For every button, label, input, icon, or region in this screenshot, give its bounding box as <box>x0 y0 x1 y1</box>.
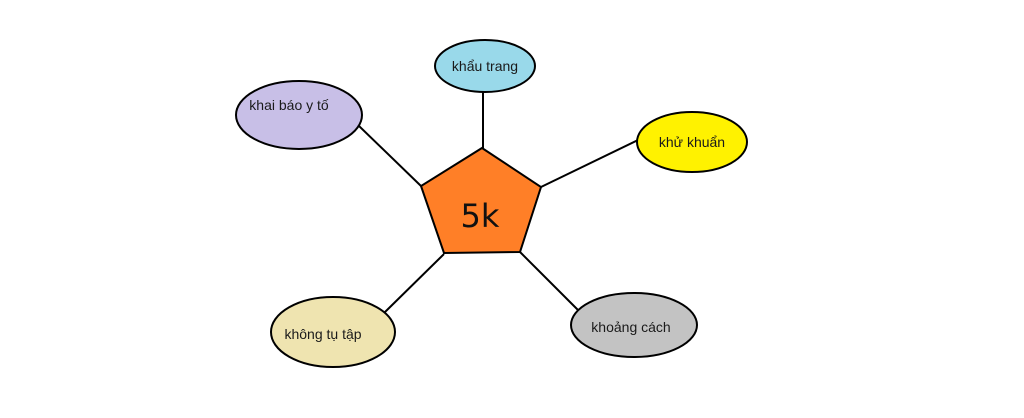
node-khai-bao-y-to: khai báo y tố <box>235 80 363 150</box>
connector-khai-bao-y-to <box>358 125 422 187</box>
connector-khu-khuan <box>540 139 639 188</box>
center-node: 5k <box>419 146 543 255</box>
node-khoang-cach-label: khoảng cách <box>591 319 670 335</box>
node-khai-bao-y-to-ellipse <box>235 80 363 150</box>
node-khong-tu-tap: không tụ tập <box>270 296 396 368</box>
center-label: 5k <box>461 197 500 235</box>
node-khoang-cach: khoảng cách <box>570 292 698 358</box>
node-khu-khuan-ellipse <box>636 111 748 173</box>
node-khau-trang: khẩu trang <box>434 39 536 93</box>
node-khu-khuan-label: khử khuẩn <box>659 134 725 150</box>
node-khong-tu-tap-ellipse <box>270 296 396 368</box>
node-khau-trang-label: khẩu trang <box>452 58 518 74</box>
node-khoang-cach-ellipse <box>570 292 698 358</box>
node-khai-bao-y-to-label: khai báo y tố <box>249 97 329 113</box>
node-khong-tu-tap-label: không tụ tập <box>284 326 361 342</box>
connector-khoang-cach <box>519 251 579 311</box>
node-khau-trang-ellipse <box>434 39 536 93</box>
connector-khong-tu-tap <box>384 253 445 313</box>
node-khu-khuan: khử khuẩn <box>636 111 748 173</box>
center-pentagon <box>419 146 543 255</box>
